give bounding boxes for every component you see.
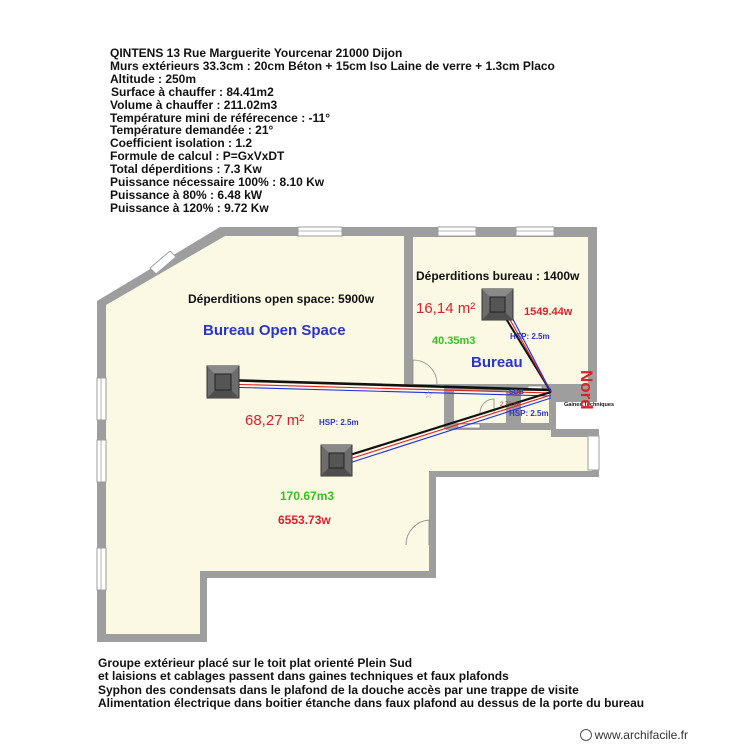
info-line-coefficient: Coefficient isolation : 1.2 [110,136,253,151]
project-info-block: QINTENS 13 Rue Marguerite Yourcenar 2100… [110,47,555,215]
sdb-area: 2,76 m² [500,402,521,408]
sdb-hsp: HSP: 2.5m [509,409,549,418]
indoor-unit-openspace-2 [320,444,353,477]
info-line-surface: Surface à chauffer : 84.41m2 [111,84,274,99]
bureau-room-name: Bureau [471,354,523,371]
note-line-4: Alimentation électrique dans boitier éta… [98,695,645,710]
windows [96,226,600,591]
bureau-power: 1549.44w [524,306,573,318]
info-line-power-100: Puissance nécessaire 100% : 8.10 Kw [110,175,325,190]
openspace-hsp: HSP: 2.5m [319,418,359,427]
note-line-3: Syphon des condensats dans le plafond de… [98,682,579,697]
info-line-temp-demand: Température demandée : 21° [110,123,274,138]
bureau-hsp: HSP: 2.5m [510,332,550,341]
openspace-area: 68,27 m² [245,412,305,429]
sdb-label: SDB [509,389,524,396]
info-line-altitude: Altitude : 250m [110,71,197,86]
junction-mark: ☆ [424,390,433,401]
gaines-partition [515,385,521,430]
sdb-floor [454,391,506,423]
info-line-power-80: Puissance à 80% : 6.48 kW [110,187,263,202]
indoor-unit-bureau [481,288,514,321]
info-line-power-120: Puissance à 120% : 9.72 Kw [110,200,269,215]
openspace-volume: 170.67m3 [280,489,335,503]
gaines-techniques-label: Gaines Techniques [564,402,615,408]
bureau-volume: 40.35m3 [432,335,476,347]
info-line-volume: Volume à chauffer : 211.02m3 [110,97,278,112]
openspace-power: 6553.73w [278,513,331,527]
window-lines [100,230,554,590]
info-line-formula: Formule de calcul : P=GxVxDT [110,149,285,164]
openspace-room-name: Bureau Open Space [203,322,346,339]
notes-block: Groupe extérieur placé sur le toit plat … [98,656,645,710]
openspace-floor [106,236,551,634]
sdb-bottom-wall [446,424,551,430]
openspace-deperditions-label: Déperditions open space: 5900w [188,292,375,306]
bureau-deperditions-label: Déperditions bureau : 1400w [416,269,580,283]
note-line-2: et laisions et cablages passent dans gai… [98,669,509,684]
watermark-text: www.archifacile.fr [594,728,688,742]
info-line-total-loss: Total déperditions : 7.3 Kw [110,162,262,177]
info-line-address: QINTENS 13 Rue Marguerite Yourcenar 2100… [110,46,403,60]
indoor-unit-openspace-1 [206,365,240,399]
pipes [222,303,552,466]
archifacile-logo-icon [579,729,592,741]
north-indicator: Nord [577,370,596,410]
info-line-temp-min: Température mini de référecence : -11° [110,110,331,125]
note-line-1: Groupe extérieur placé sur le toit plat … [98,656,413,670]
corridor-floor [551,437,592,471]
archifacile-watermark: www.archifacile.fr [579,728,688,742]
bureau-area: 16,14 m² [416,300,476,317]
info-line-walls: Murs extérieurs 33.3cm : 20cm Béton + 15… [110,58,555,73]
sdb-partition [446,385,453,430]
